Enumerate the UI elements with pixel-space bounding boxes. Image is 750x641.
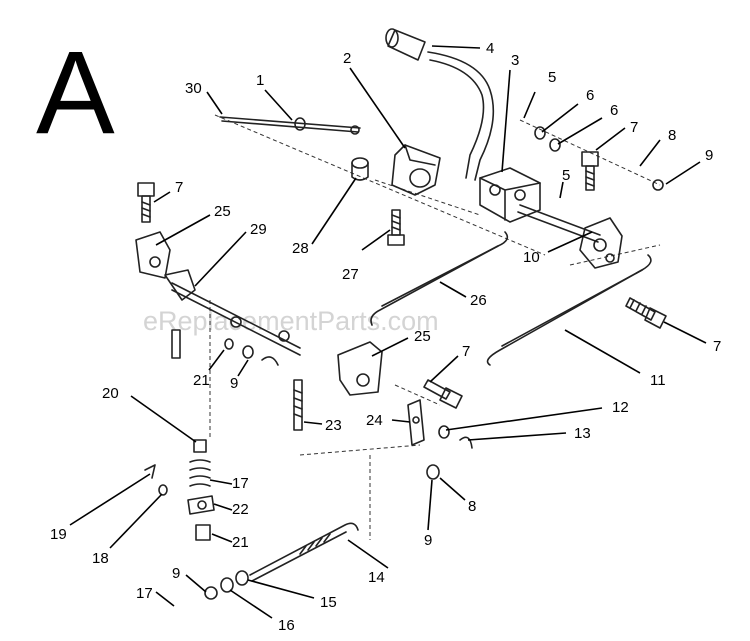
part-14-rod [249, 522, 359, 582]
callout-22: 22 [232, 501, 249, 518]
part-2-bracket [391, 144, 441, 196]
part-29-shaft [164, 269, 301, 359]
part-7-bolt-top [581, 151, 599, 191]
part-11-rod [486, 254, 652, 366]
part-3-pivot-block [479, 167, 541, 223]
callout-2: 2 [343, 50, 351, 67]
part-spring-stack [187, 439, 215, 541]
part-21-9-washers-mid [224, 338, 279, 366]
callout-23: 23 [325, 417, 342, 434]
callout-7-left: 7 [175, 179, 183, 196]
part-27-bolt [387, 209, 405, 246]
part-10-shaft [517, 204, 623, 269]
callout-26: 26 [470, 292, 487, 309]
callout-27: 27 [342, 266, 359, 283]
part-26-rod [370, 231, 509, 326]
callout-9-lower: 9 [424, 532, 432, 549]
callout-9-mid: 9 [230, 375, 238, 392]
callout-16: 16 [278, 617, 295, 634]
callout-21-lower: 21 [232, 534, 249, 551]
callout-4: 4 [486, 40, 494, 57]
callout-11: 11 [650, 372, 666, 389]
callout-29: 29 [250, 221, 267, 238]
callout-8-top: 8 [668, 127, 676, 144]
part-1-rod [219, 116, 361, 135]
watermark: eReplacementParts.com [143, 306, 439, 336]
part-25-plate-left [135, 231, 171, 279]
leader-lines [69, 45, 707, 619]
callout-24: 24 [366, 412, 383, 429]
callout-19: 19 [50, 526, 67, 543]
callout-18: 18 [92, 550, 109, 567]
callout-9-bottom: 9 [172, 565, 180, 582]
callout-1: 1 [256, 72, 264, 89]
part-5-6-washers [534, 126, 664, 191]
part-4-handle [385, 28, 495, 181]
callout-25-left: 25 [214, 203, 231, 220]
part-8-9-washers-lower [426, 464, 440, 480]
callout-7-mid: 7 [462, 343, 470, 360]
callout-9-top: 9 [705, 147, 713, 164]
callout-25-mid: 25 [414, 328, 431, 345]
part-18-19-clip [144, 464, 168, 496]
callout-5-top: 5 [548, 69, 556, 86]
part-7-bolt-mid [423, 379, 463, 409]
callout-6-b: 6 [610, 102, 618, 119]
section-letter: A [36, 27, 115, 159]
callout-3: 3 [511, 52, 519, 69]
callout-6-a: 6 [586, 87, 594, 104]
callout-13: 13 [574, 425, 591, 442]
callout-7-top: 7 [630, 119, 638, 136]
part-7-bolt-right [625, 297, 667, 329]
callout-10: 10 [523, 249, 540, 266]
callout-15: 15 [320, 594, 337, 611]
part-23-bolt [293, 379, 303, 431]
callout-5-mid: 5 [562, 167, 570, 184]
callout-14: 14 [368, 569, 385, 586]
part-24-plate [407, 399, 425, 446]
part-7-bolt-left [137, 182, 155, 223]
part-12-13-washer-clip [438, 425, 473, 449]
callout-28: 28 [292, 240, 309, 257]
part-28-bushing [351, 157, 369, 181]
callout-12: 12 [612, 399, 629, 416]
callout-8-lower: 8 [468, 498, 476, 515]
callout-17-mid: 17 [232, 475, 249, 492]
callout-30: 30 [185, 80, 202, 97]
callout-labels: 1 2 3 4 5 5 6 6 7 7 7 7 8 8 9 9 9 9 10 1… [50, 40, 721, 634]
part-25-plate-mid [337, 341, 383, 396]
callout-20: 20 [102, 385, 119, 402]
callout-21-mid: 21 [193, 372, 210, 389]
part-15-16-fittings [204, 570, 249, 600]
callout-7-right: 7 [713, 338, 721, 355]
callout-17-bottom: 17 [136, 585, 153, 602]
